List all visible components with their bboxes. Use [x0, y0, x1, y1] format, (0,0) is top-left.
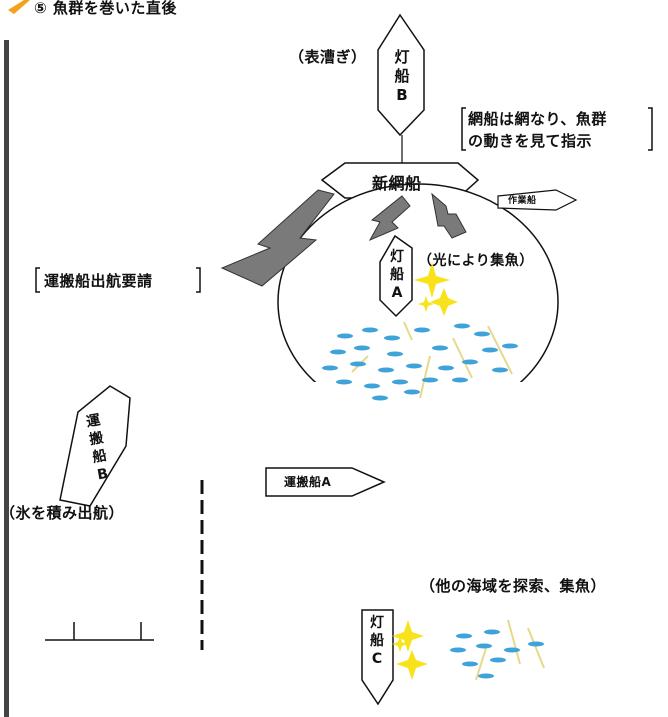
fish-school-c: [450, 629, 544, 679]
signal-bolt-net: [431, 192, 467, 239]
search-other-label: （他の海域を探索、集魚）: [420, 577, 607, 595]
carrier-b-cargo-label: （氷を積み出航）: [0, 504, 125, 522]
carrier-a-label: 運搬船A: [284, 475, 332, 489]
light-ship-a-label: 灯 船 A: [390, 249, 404, 301]
light-ship-c-shape: [361, 609, 394, 706]
light-ship-a-shape: [379, 234, 413, 318]
net-ship-label: 新網船: [372, 174, 422, 193]
diagram-title: ⑤ 魚群を巻いた直後: [34, 0, 177, 17]
request-bracket-left: [35, 267, 40, 293]
work-boat-label: 作業船: [508, 196, 537, 206]
left-border-bar: [4, 40, 9, 717]
work-boat-shape: [497, 189, 578, 211]
light-ship-b-shape: [377, 13, 425, 137]
signal-bolt-light-a: [368, 195, 411, 242]
carrier-ship-b-shape: [59, 385, 131, 507]
title-marker-icon: [8, 0, 30, 14]
net-ship-note-line1: 網船は網なり、魚群: [468, 110, 607, 128]
net-bottom-mask: [300, 382, 540, 427]
note-bracket-right: [648, 107, 653, 151]
request-bracket-right: [196, 267, 201, 293]
signal-bolt-carrier: [220, 189, 335, 287]
seaweed-group-c: [475, 619, 545, 681]
net-ship-note-line2: の動きを見て指示: [468, 132, 593, 150]
gather-by-light-label: （光により集魚）: [418, 253, 534, 269]
carrier-ship-a-shape: [265, 467, 386, 497]
fish-school-net: [322, 323, 518, 401]
sparkle-c-icon: [392, 620, 428, 680]
surface-remark: （表漕ぎ）: [289, 48, 367, 66]
light-ship-b-label: 灯 船 B: [394, 48, 410, 104]
light-ship-c-label: 灯 船 C: [370, 615, 384, 667]
sparkle-a-icon: [414, 262, 458, 316]
scale-marker: [45, 622, 154, 641]
carrier-request-label: 運搬船出航要請: [44, 272, 153, 290]
note-bracket-left: [461, 107, 466, 151]
